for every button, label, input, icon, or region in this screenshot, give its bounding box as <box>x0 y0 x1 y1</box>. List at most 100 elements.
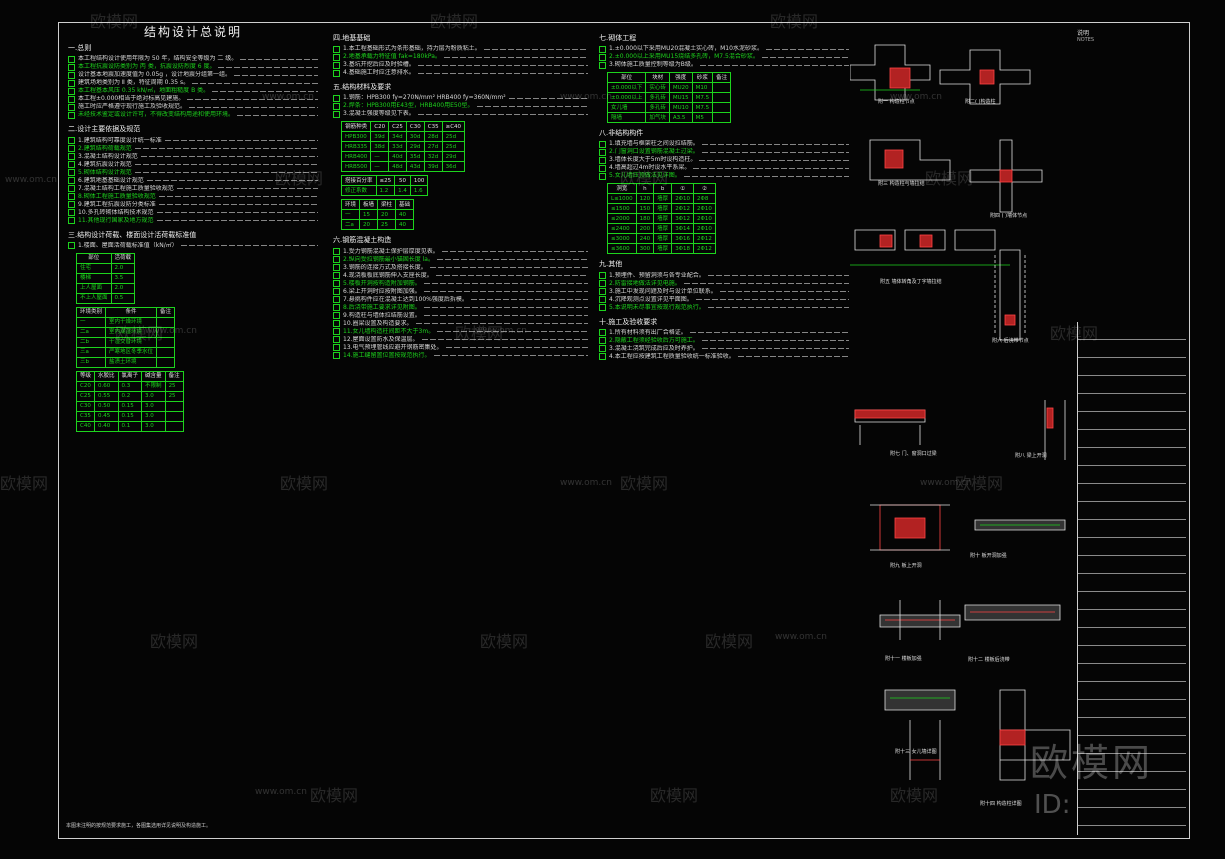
table-cell: M10 <box>691 82 714 94</box>
table-header-cell: C25 <box>388 121 407 133</box>
table-cell: A3.5 <box>668 112 693 124</box>
note-line: 9.建筑工程抗震设防分类标准 <box>68 201 318 209</box>
note-text: 2.±0.000以上采用MU15烧结多孔砖，M7.5混合砂浆。 <box>609 53 759 61</box>
note-line: 1.预埋件、预留洞须与各专业配合。 <box>599 272 849 280</box>
dashed-rule <box>423 315 588 317</box>
note-line: 4.建筑抗震设计规范 <box>68 161 318 169</box>
checkbox-icon <box>68 153 75 161</box>
note-line: 9.构造柱与墙体拉结筋设置。 <box>333 312 588 320</box>
note-text: 1.钢筋：HPB300 fy=270N/mm² HRB400 fy=360N/m… <box>343 94 506 102</box>
table-cell: 240 <box>635 233 655 245</box>
note-text: 2.防雷接地做法详见电施。 <box>609 279 681 287</box>
detail-wall-node <box>969 139 1043 213</box>
table-header-cell: 砂浆 <box>691 72 714 84</box>
table-cell: 2Φ10 <box>671 193 695 205</box>
note-text: 3.墙体长度大于5m时设构造柱。 <box>609 156 697 164</box>
dashed-rule <box>140 156 318 158</box>
note-text: 4.基础施工时应注意排水。 <box>343 69 415 77</box>
title-block-row <box>1078 718 1186 736</box>
watermark-site-5: www.om.cn <box>145 326 197 336</box>
table-cell: 墙厚 <box>653 203 673 215</box>
note-line: 8.后浇带施工要求详见附图。 <box>333 304 588 312</box>
detail-drawings <box>850 44 1071 781</box>
note-line: 4.墙高超过4m时设水平系梁。 <box>599 164 849 172</box>
checkbox-icon <box>333 45 340 53</box>
checkbox-icon <box>68 103 75 111</box>
table-header-cell: 备注 <box>712 72 732 84</box>
table-cell <box>156 336 176 348</box>
dashed-rule <box>701 151 849 153</box>
note-line: 2.门窗洞口设置钢筋混凝土过梁。 <box>599 148 849 156</box>
dashed-rule <box>476 105 588 107</box>
dashed-rule <box>707 307 849 309</box>
detail-beam-opening <box>1044 400 1066 460</box>
table-cell: 0.1 <box>117 420 143 432</box>
dashed-rule <box>443 56 588 58</box>
checkbox-icon <box>599 53 606 61</box>
dashed-rule <box>436 259 588 261</box>
checkbox-icon <box>333 264 340 272</box>
note-text: 11.其他现行国家及地方规范 <box>78 216 154 224</box>
note-text: 2.纵向受拉钢筋最小锚固长度 la。 <box>343 255 434 263</box>
detail-floor-reinforce <box>879 600 961 640</box>
note-text: 1.预埋件、预留洞须与各专业配合。 <box>609 271 705 279</box>
dashed-rule <box>156 220 318 222</box>
dashed-rule <box>158 196 318 198</box>
table-cell: 39d <box>423 161 443 173</box>
dashed-rule <box>699 159 849 161</box>
checkbox-icon <box>68 193 75 201</box>
table-cell: 二a <box>75 326 107 338</box>
checkbox-icon <box>333 336 340 344</box>
table-cell: 0.2 <box>117 390 143 402</box>
table-header-cell: ② <box>693 183 716 195</box>
table-cell: 上人屋面 <box>76 282 112 294</box>
note-line: 1.建筑结构可靠度设计统一标准 <box>68 137 318 145</box>
note-line: 5.楼板开洞按构造附加钢筋。 <box>333 280 588 288</box>
detail-post-pour <box>994 249 1026 341</box>
watermark-brand-large: 欧模网 <box>1030 741 1154 785</box>
table-cell <box>164 420 184 432</box>
note-text: 1.填充墙与框架柱之间设拉结筋。 <box>609 140 699 148</box>
dashed-rule <box>437 331 588 333</box>
drawing-frame <box>58 22 1190 839</box>
note-text: 11.女儿墙构造柱间距不大于3m。 <box>343 327 435 335</box>
checkbox-icon <box>599 345 606 353</box>
table-cell: 实心砖 <box>645 82 670 94</box>
table-header-cell: 水胶比 <box>94 370 119 382</box>
table-cell: 二a <box>340 219 361 231</box>
note-line: 1.受力钢筋混凝土保护层厚度见表。 <box>333 248 588 256</box>
table-header-cell: ≤25 <box>375 175 396 187</box>
note-line: 1.楼面、屋面活荷载标准值（kN/㎡） <box>68 242 318 250</box>
note-text: 3.混凝土浇筑完成后应及时养护。 <box>609 344 699 352</box>
table-cell: 三b <box>75 356 107 368</box>
checkbox-icon <box>599 329 606 337</box>
note-line: 8.砌体工程施工质量验收规范 <box>68 193 318 201</box>
detail-corner-tie <box>850 229 1010 266</box>
note-text: 5.本说明未尽事宜按现行规范执行。 <box>609 303 705 311</box>
note-line: 2.焊条：HPB300用E43型，HRB400用E50型。 <box>333 102 588 110</box>
note-text: 4.本工程应按建筑工程质量验收统一标准验收。 <box>609 352 735 360</box>
note-line: 10.圈梁设置及构造要求。 <box>333 320 588 328</box>
detail-caption: 附十一 楼板加强 <box>885 656 922 662</box>
checkbox-icon <box>333 320 340 328</box>
checkbox-icon <box>68 137 75 145</box>
title-block-row <box>1078 376 1186 394</box>
table-cell <box>156 346 176 358</box>
title-block-row <box>1078 520 1186 538</box>
dashed-rule <box>429 267 588 269</box>
detail-caption: 附十三 女儿墙详图 <box>895 749 937 755</box>
table-cell: 20 <box>359 219 379 231</box>
detail-column-node-2 <box>939 49 1031 105</box>
table-header-cell: 等级 <box>75 370 96 382</box>
note-text: 6.建筑地基基础设计规范 <box>78 176 144 184</box>
title-block-row <box>1078 430 1186 448</box>
